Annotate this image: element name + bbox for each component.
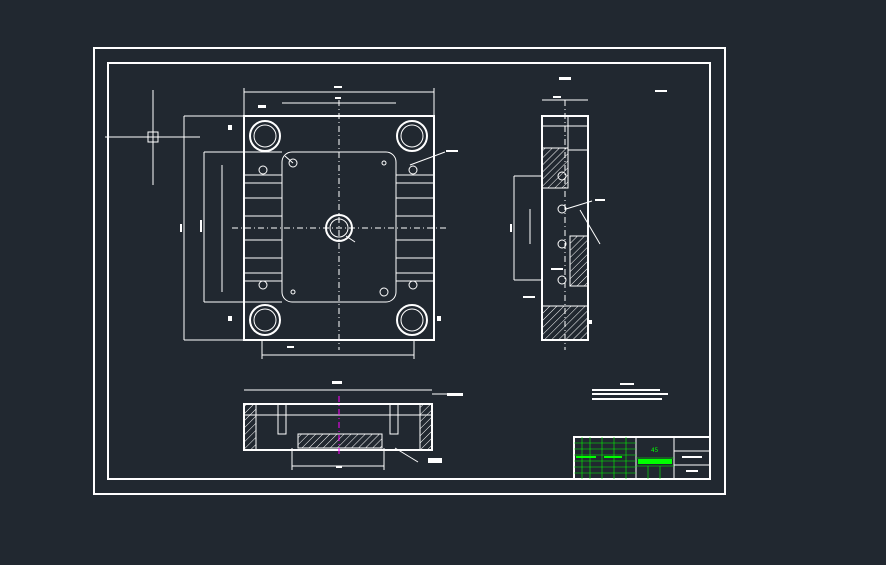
inner-sheet-frame (107, 62, 711, 480)
title-block-material: 45 (651, 447, 659, 454)
technical-notes (592, 383, 668, 400)
title-block-labels (576, 456, 672, 464)
front-view-dimension-marks (332, 381, 463, 468)
side-view-section (513, 99, 601, 350)
outer-sheet-frame (93, 47, 726, 495)
front-section-view (243, 389, 448, 470)
side-view-dimension-marks (510, 77, 667, 324)
top-view-plate (183, 88, 446, 359)
title-block-text-marks (682, 456, 702, 472)
title-block (573, 436, 711, 480)
crosshair-cursor-icon (105, 90, 200, 185)
top-view-dimension-marks (180, 86, 458, 348)
